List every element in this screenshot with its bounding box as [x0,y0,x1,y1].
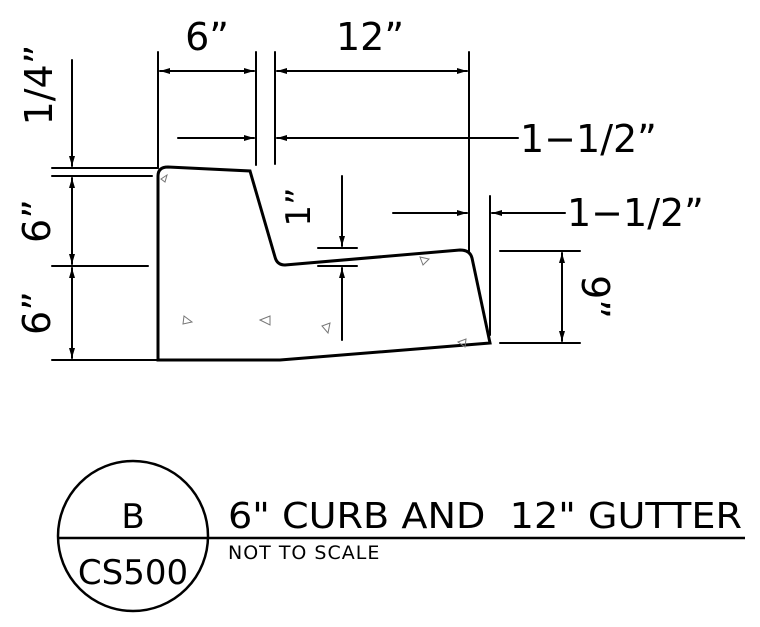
detail-letter: B [121,497,144,537]
label-gutter-edge-height: 9” [573,275,617,319]
detail-subtitle: NOT TO SCALE [228,542,380,564]
callout-circle [56,459,210,613]
aggregate-symbols [160,173,467,348]
label-gutter-width: 12” [336,15,404,59]
dimension-lines [69,59,566,359]
label-top-drop: 1/4” [17,45,61,126]
detail-title: 6" CURB AND 12" GUTTER [228,496,742,537]
concrete-outline [156,165,492,362]
label-curb-height-lower: 6” [15,291,59,335]
label-curb-face-offset: 1−1/2” [520,117,657,161]
extension-lines [51,51,581,361]
label-curb-top-width: 6” [185,15,229,59]
label-gutter-edge-offset: 1−1/2” [567,191,704,235]
label-curb-height-upper: 6” [15,199,59,243]
label-gutter-depression: 1” [279,187,319,226]
detail-callout: B CS500 [56,459,745,613]
curb-gutter-profile [156,165,492,362]
sheet-number: CS500 [78,553,188,593]
